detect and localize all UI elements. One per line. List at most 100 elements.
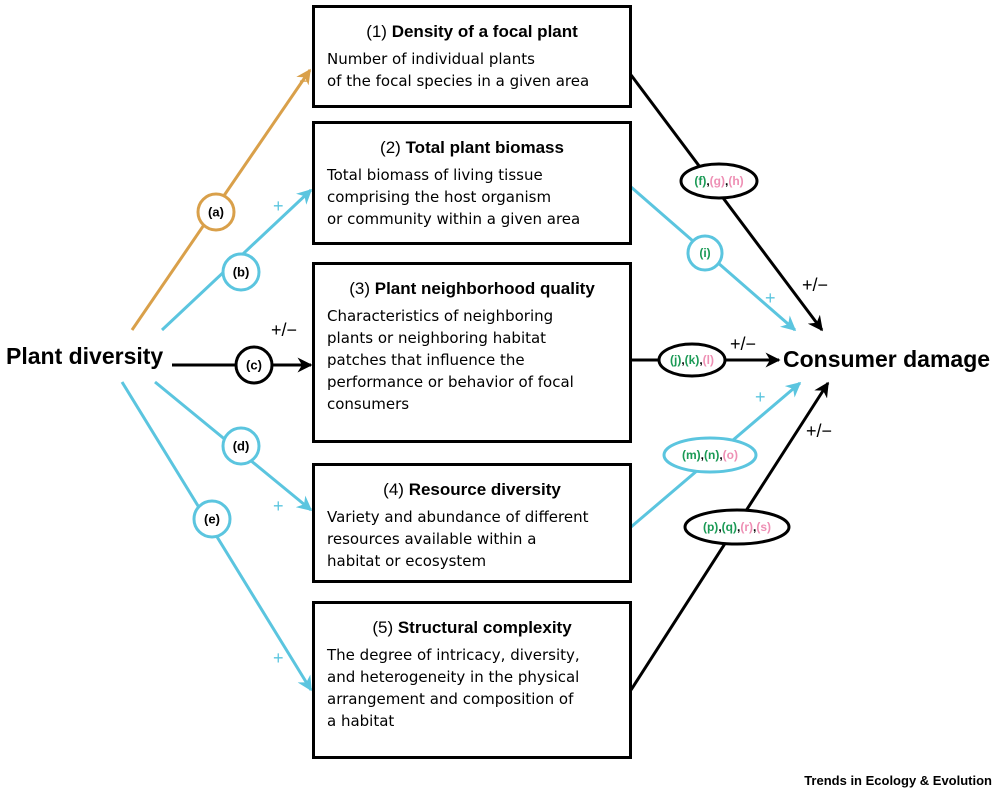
desc-line: arrangement and composition of <box>327 690 574 708</box>
label-mno: (m),(n),(o) <box>682 448 738 462</box>
label-part: (f) <box>694 174 707 188</box>
label-c: (c) <box>246 357 262 373</box>
sign-box4-out: + <box>755 387 766 407</box>
desc-line: Characteristics of neighboring <box>327 307 554 325</box>
desc-line: and heterogeneity in the physical <box>327 668 580 686</box>
label-part: (o) <box>722 448 739 462</box>
arrow-box1-out <box>629 74 824 332</box>
label-part: (j) <box>669 353 682 367</box>
oval-fgh <box>679 162 759 200</box>
box-title: (1) Density of a focal plant <box>315 22 629 42</box>
box-heading: Total plant biomass <box>405 138 564 157</box>
desc-line: a habitat <box>327 712 395 730</box>
plant-diversity-label: Plant diversity <box>6 343 164 369</box>
box-description: The degree of intricacy, diversity, and … <box>327 644 621 732</box>
box-number: (1) <box>366 22 387 41</box>
desc-line: patches that influence the <box>327 351 525 369</box>
sign-e: + <box>273 648 284 668</box>
box-title: (4) Resource diversity <box>315 480 629 500</box>
circle-a <box>196 192 236 232</box>
label-part: (p) <box>702 520 719 534</box>
box-title: (3) Plant neighborhood quality <box>315 279 629 299</box>
box-plant-neighborhood-quality: (3) Plant neighborhood quality Character… <box>312 262 632 443</box>
circle-c <box>234 345 274 385</box>
label-part: (h) <box>728 174 744 188</box>
sign-box1-out: +/− <box>802 275 829 295</box>
label-part: (q) <box>721 520 737 534</box>
label-d: (d) <box>232 438 250 454</box>
label-part: , <box>753 520 757 534</box>
box-heading: Plant neighborhood quality <box>374 279 595 298</box>
box-number: (5) <box>372 618 394 637</box>
desc-line: habitat or ecosystem <box>327 552 487 570</box>
box-description: Variety and abundance of different resou… <box>327 506 621 572</box>
desc-line: plants or neighboring habitat <box>327 329 547 347</box>
label-part: , <box>706 174 710 188</box>
sign-d: + <box>273 496 284 516</box>
sign-b: + <box>273 196 284 216</box>
sign-c: +/− <box>271 320 298 340</box>
box-density-focal-plant: (1) Density of a focal plant Number of i… <box>312 5 632 108</box>
label-part: , <box>718 520 722 534</box>
label-a: (a) <box>208 204 224 220</box>
desc-line: Variety and abundance of different <box>327 508 589 526</box>
label-part: , <box>699 353 703 367</box>
box-number: (4) <box>383 480 404 499</box>
desc-line: comprising the host organism <box>327 188 552 206</box>
circle-i <box>686 234 724 272</box>
label-part: , <box>700 448 705 462</box>
label-part: , <box>719 448 723 462</box>
label-part: , <box>736 520 741 534</box>
desc-line: performance or behavior of focal <box>327 373 574 391</box>
label-part: , <box>681 353 685 367</box>
label-part: (n) <box>704 448 720 462</box>
box-heading: Structural complexity <box>397 618 572 637</box>
circle-b <box>221 252 261 292</box>
desc-line: or community within a given area <box>327 210 581 228</box>
circle-e <box>192 499 232 539</box>
label-b: (b) <box>232 264 250 280</box>
label-part: (m) <box>681 448 701 462</box>
label-part: (s) <box>756 520 772 534</box>
desc-line: Total biomass of living tissue <box>327 166 543 184</box>
circle-d <box>221 426 261 466</box>
box-description: Characteristics of neighboring plants or… <box>327 305 621 415</box>
box-description: Number of individual plants of the focal… <box>327 48 621 92</box>
box-heading: Density of a focal plant <box>391 22 578 41</box>
box-number: (3) <box>349 279 370 298</box>
box-total-plant-biomass: (2) Total plant biomass Total biomass of… <box>312 121 632 245</box>
box-number: (2) <box>380 138 401 157</box>
journal-credit: Trends in Ecology & Evolution <box>804 773 992 788</box>
consumer-damage-label: Consumer damage <box>783 346 991 372</box>
box-title: (2) Total plant biomass <box>315 138 629 158</box>
label-pqrs: (p),(q),(r),(s) <box>703 520 771 534</box>
label-fgh: (f),(g),(h) <box>694 174 743 188</box>
label-e: (e) <box>204 511 220 527</box>
box-description: Total biomass of living tissue comprisin… <box>327 164 621 230</box>
oval-pqrs <box>683 508 791 546</box>
label-part: (r) <box>740 520 753 534</box>
sign-a: − <box>299 71 310 91</box>
oval-jkl <box>657 342 727 378</box>
sign-box2-out: + <box>765 288 776 308</box>
box-resource-diversity: (4) Resource diversity Variety and abund… <box>312 463 632 583</box>
oval-mno <box>662 436 758 474</box>
label-part: , <box>725 174 729 188</box>
label-jkl: (j),(k),(l) <box>670 353 714 367</box>
box-title: (5) Structural complexity <box>315 618 629 638</box>
label-i: (i) <box>699 246 711 260</box>
sign-box3-out: +/− <box>730 334 757 354</box>
label-part: (k) <box>684 353 700 367</box>
desc-line: consumers <box>327 395 410 413</box>
box-structural-complexity: (5) Structural complexity The degree of … <box>312 601 632 759</box>
desc-line: Number of individual plants <box>327 50 535 68</box>
desc-line: of the focal species in a given area <box>327 72 590 90</box>
desc-line: The degree of intricacy, diversity, <box>327 646 580 664</box>
label-part: (l) <box>702 353 715 367</box>
box-heading: Resource diversity <box>408 480 561 499</box>
label-part: (g) <box>709 174 725 188</box>
desc-line: resources available within a <box>327 530 537 548</box>
sign-box5-out: +/− <box>806 421 833 441</box>
